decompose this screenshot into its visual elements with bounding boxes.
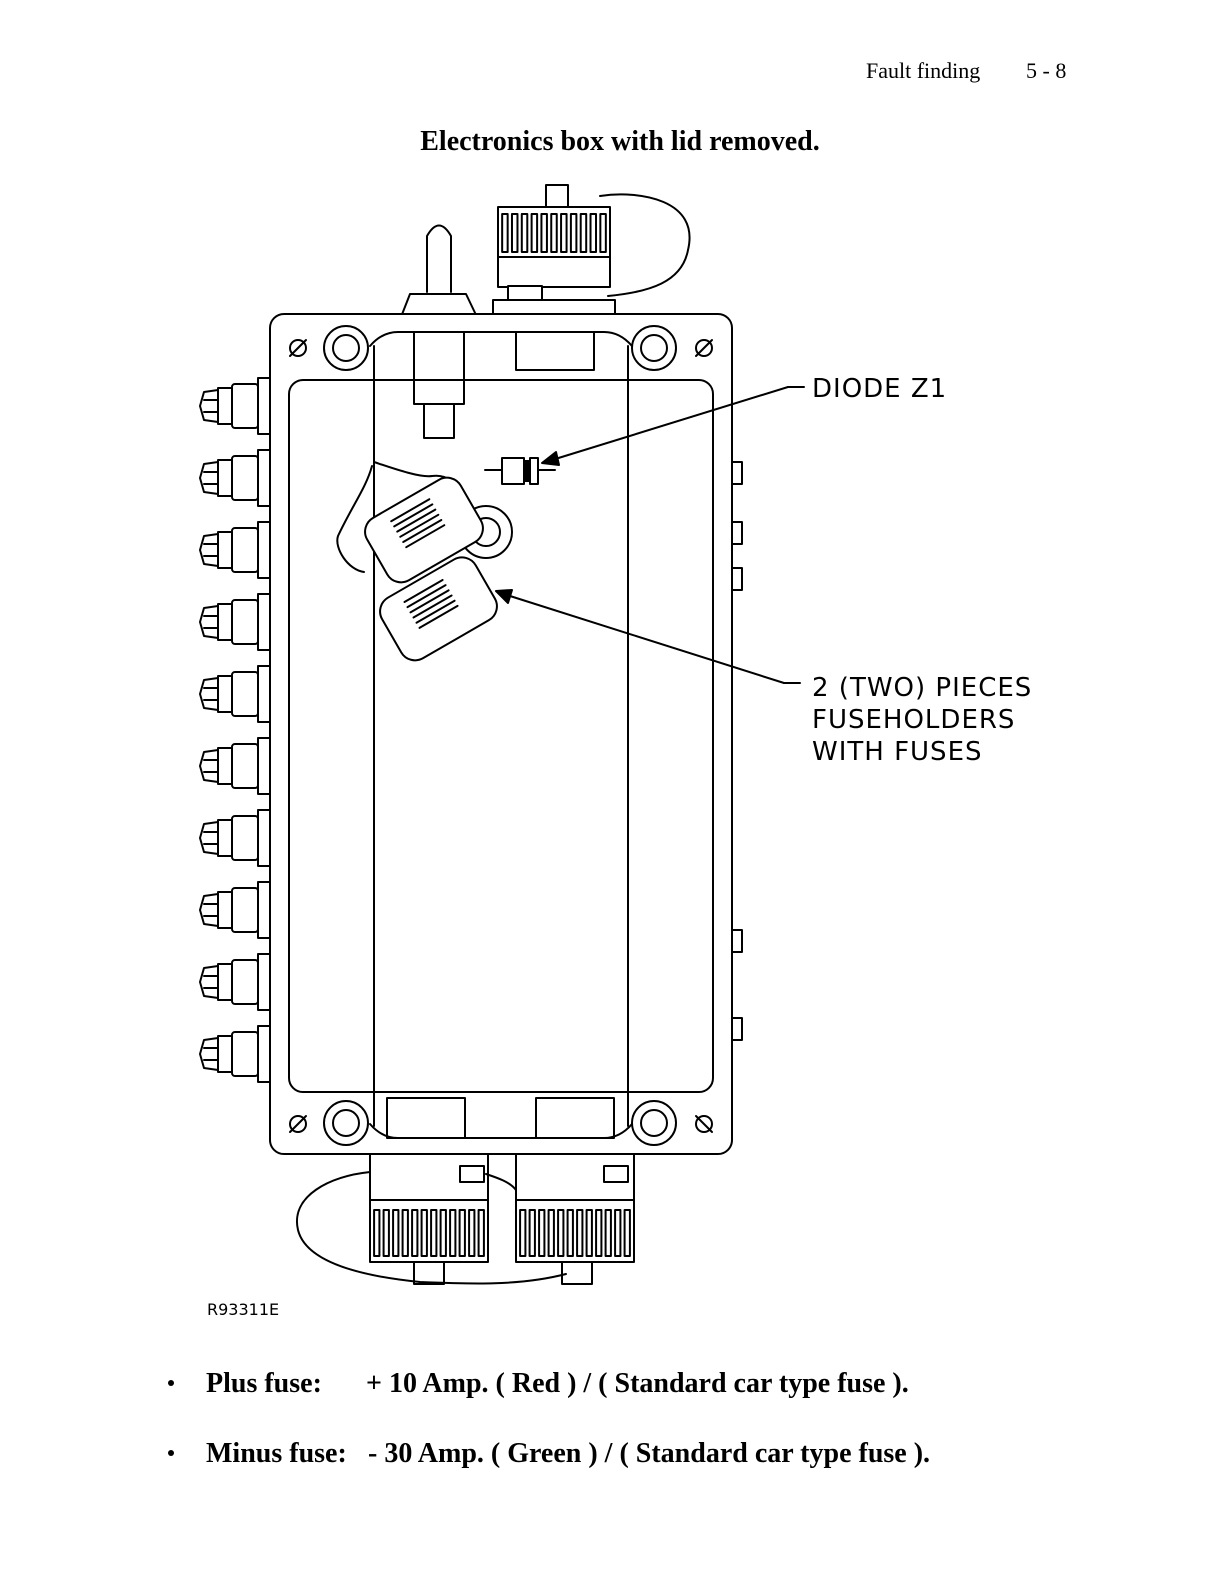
cable-gland [200,666,270,722]
callout-fuseholders: 2 (TWO) PIECES FUSEHOLDERS WITH FUSES [812,672,1032,768]
callout-fuseholders-line-3: WITH FUSES [812,736,1032,768]
bullet-icon [168,1450,174,1456]
cable-gland [200,594,270,650]
right-side-tabs [732,462,742,1040]
box-outer-wall [270,314,732,1154]
top-cable-loop [600,194,690,296]
side-tab [732,462,742,484]
left-cable-glands [200,378,270,1082]
fuse-value: + 10 Amp. ( Red ) / ( Standard car type … [366,1368,909,1400]
callout-fuseholders-line-1: 2 (TWO) PIECES [812,672,1032,704]
callout-diode-z1: DIODE Z1 [812,373,947,405]
figure-reference: R93311E [207,1300,279,1319]
fuse-label: Plus fuse: [206,1368,322,1400]
top-connector [493,185,615,317]
bottom-connector-right [516,1154,634,1284]
side-tab [732,522,742,544]
side-tab [732,1018,742,1040]
cable-gland [200,738,270,794]
toggle-switch [401,226,477,318]
cable-gland [200,522,270,578]
fuse-label: Minus fuse: [206,1438,347,1470]
callout-fuseholders-line-2: FUSEHOLDERS [812,704,1032,736]
cable-gland [200,882,270,938]
cable-gland [200,1026,270,1082]
bottom-connector-left [370,1154,488,1284]
cable-gland [200,450,270,506]
cable-gland [200,954,270,1010]
cable-gland [200,378,270,434]
side-tab [732,930,742,952]
bullet-icon [168,1380,174,1386]
cable-gland [200,810,270,866]
fuse-value: - 30 Amp. ( Green ) / ( Standard car typ… [368,1438,930,1470]
side-tab [732,568,742,590]
